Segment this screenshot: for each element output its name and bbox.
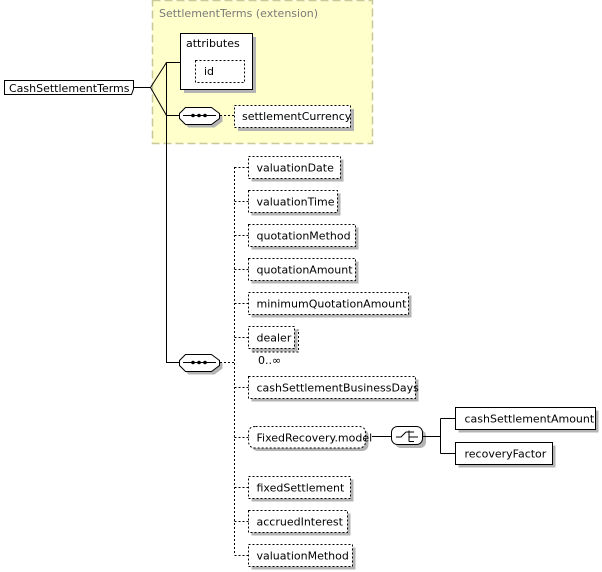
dealer-label: dealer [257, 332, 292, 345]
quotation-amount-label: quotationAmount [257, 264, 354, 277]
accrued-interest-element[interactable] [248, 510, 348, 533]
quotation-method-label: quotationMethod [257, 230, 351, 243]
valuation-method-label: valuationMethod [257, 550, 349, 563]
extension-label: SettlementTerms (extension) [159, 7, 318, 20]
dealer-occurrence: 0..∞ [258, 354, 281, 367]
dealer-element[interactable] [248, 326, 295, 349]
valuation-time-label: valuationTime [257, 196, 335, 209]
cash-settlement-amount-label: cashSettlementAmount [465, 413, 595, 426]
minimum-quotation-amount-label: minimumQuotationAmount [257, 298, 408, 311]
root-element-box[interactable] [4, 80, 134, 95]
accrued-interest-label: accruedInterest [257, 516, 344, 529]
attribute-id-box [195, 60, 245, 83]
fixed-settlement-element[interactable] [248, 476, 351, 499]
quotation-amount-element[interactable] [248, 258, 356, 281]
fixed-recovery-model-label: FixedRecovery.model [257, 432, 373, 445]
recovery-factor-label: recoveryFactor [465, 448, 547, 461]
cash-settlement-business-days-element[interactable] [248, 376, 416, 399]
root-main-connector [166, 62, 180, 363]
choice-children: cashSettlementAmount recoveryFactor [455, 407, 599, 468]
valuation-date-label: valuationDate [257, 162, 335, 175]
settlement-currency-label: settlementCurrency [242, 110, 352, 123]
cash-settlement-amount-element[interactable] [455, 407, 596, 430]
valuation-date-element[interactable] [248, 156, 341, 179]
root-element-label: CashSettlementTerms [9, 82, 130, 95]
attribute-id-label: id [204, 65, 214, 78]
fixed-recovery-model-group[interactable] [248, 426, 366, 449]
cash-settlement-business-days-label: cashSettlementBusinessDays [257, 382, 420, 395]
settlement-currency-element[interactable] [234, 105, 351, 128]
valuation-method-element[interactable] [248, 544, 353, 567]
quotation-method-element[interactable] [248, 224, 356, 247]
choice-compositor-icon[interactable] [391, 426, 423, 445]
choice-connectors [422, 418, 455, 454]
fixed-settlement-label: fixedSettlement [257, 482, 346, 495]
attributes-label: attributes [186, 37, 240, 50]
minimum-quotation-amount-element[interactable] [248, 292, 409, 315]
recovery-factor-element[interactable] [455, 442, 553, 465]
valuation-time-element[interactable] [248, 190, 338, 213]
sequence-children: valuationDate valuationTime quotationMetho… [234, 156, 420, 570]
